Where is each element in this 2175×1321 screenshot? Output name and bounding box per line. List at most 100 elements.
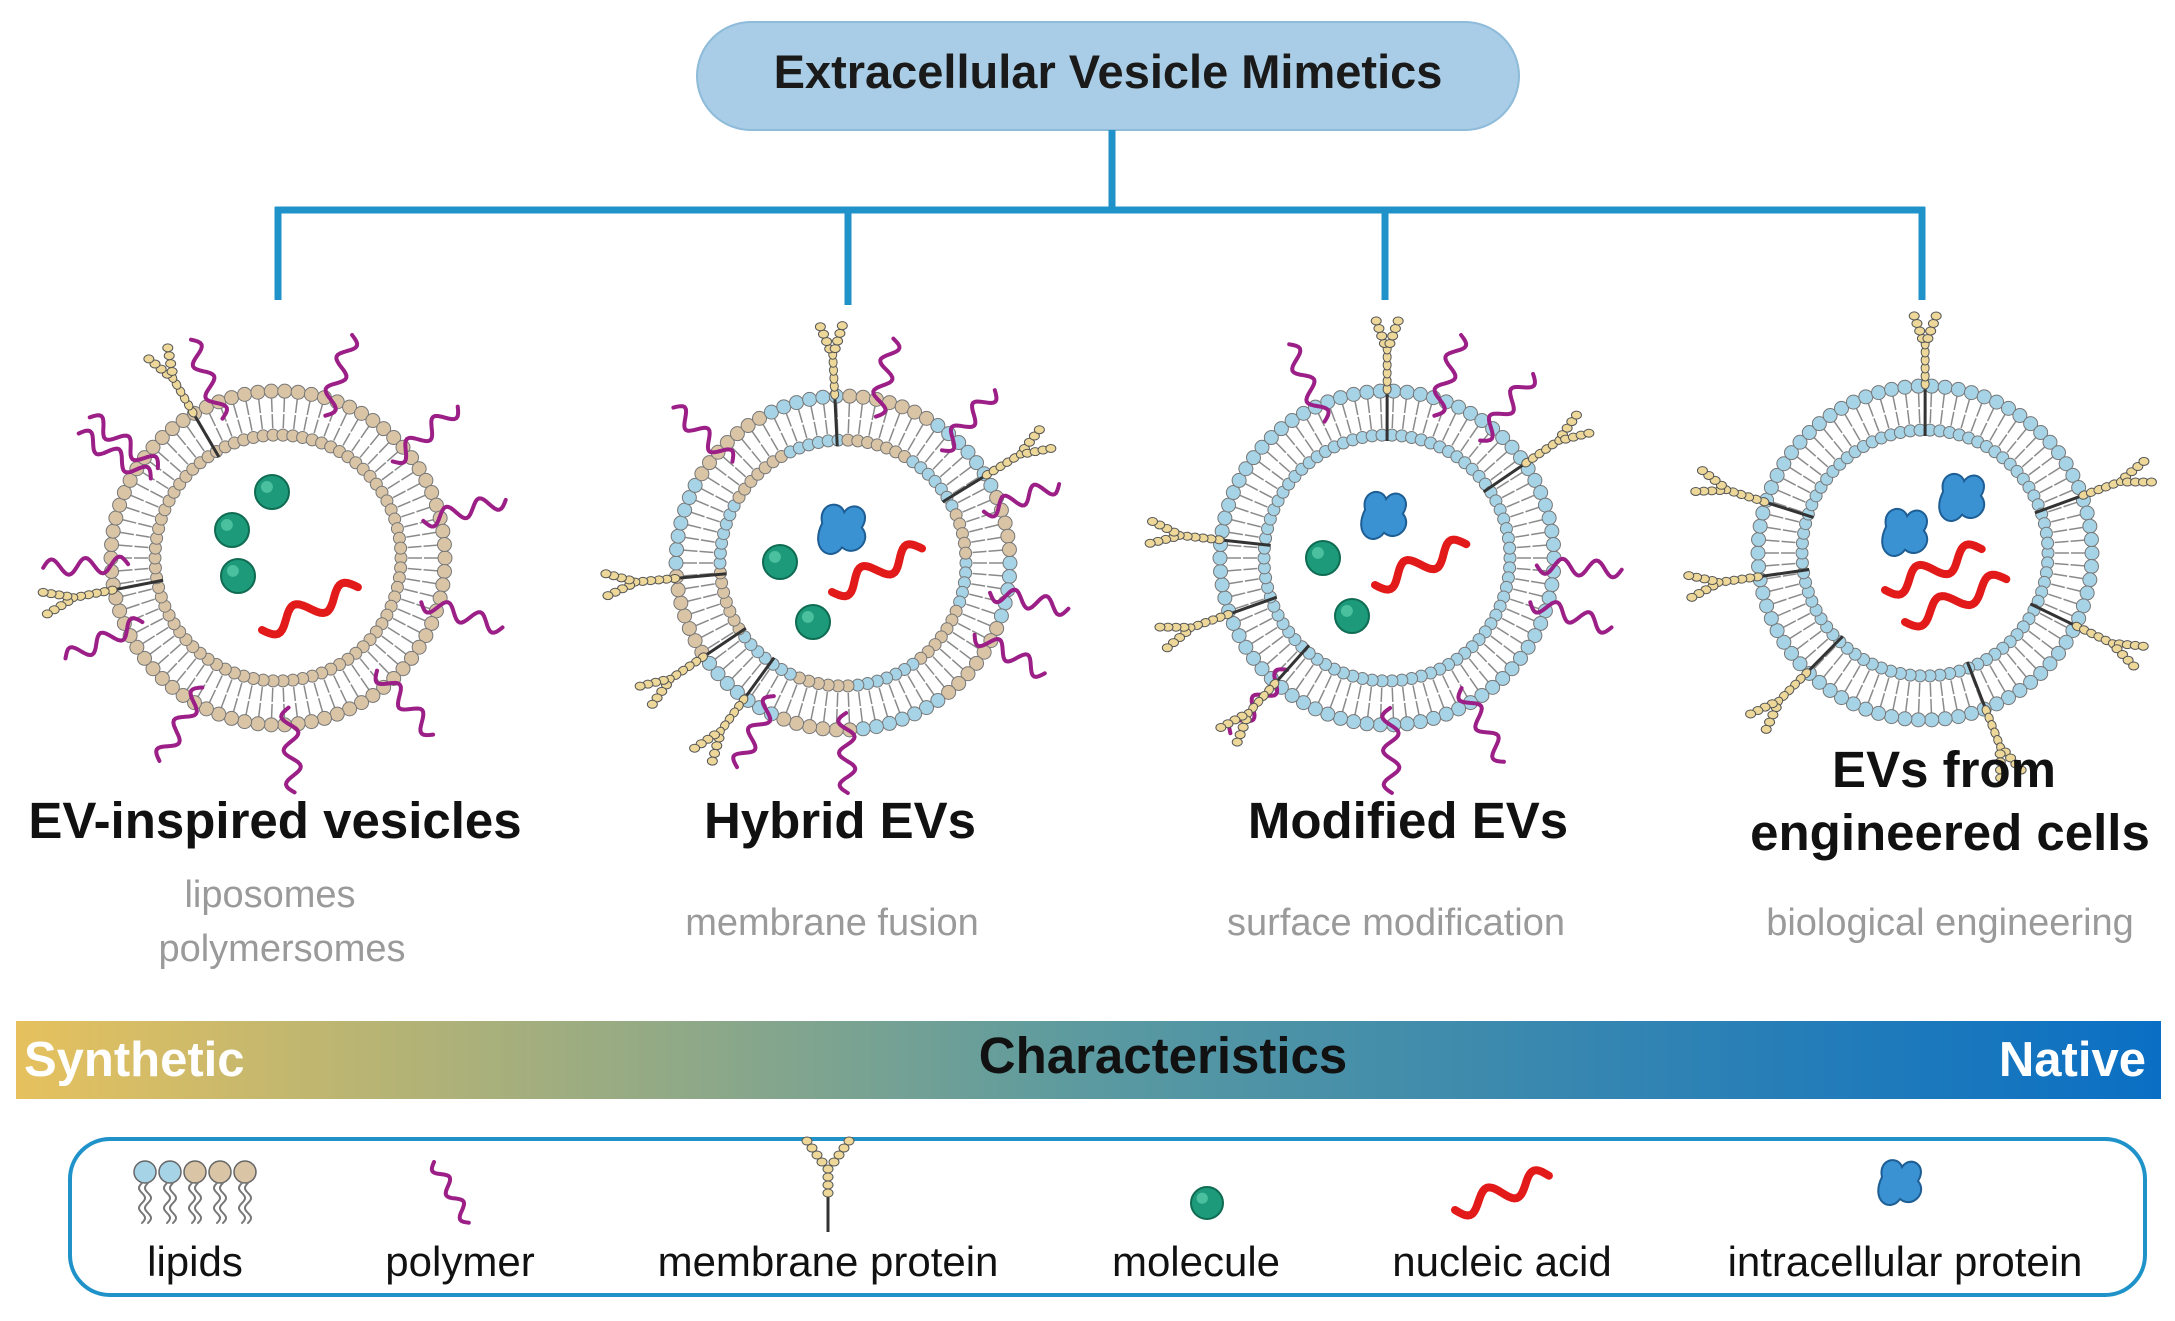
category-name: EVs from: [1832, 741, 2056, 798]
lipid-tail: [785, 699, 792, 713]
intracellular-protein: [817, 503, 867, 555]
vesicle-engineered-cells: [1683, 311, 2157, 783]
lipid-tail: [313, 419, 319, 434]
lipid-head: [211, 706, 227, 722]
nucleic-acid: [1881, 540, 1986, 599]
lipid-tail: [857, 419, 862, 435]
spectrum-center-label: Characteristics: [979, 1027, 1348, 1084]
lipid-tail: [1422, 419, 1428, 434]
lipid-tail: [1239, 614, 1253, 622]
lipid-tail: [1918, 409, 1921, 424]
lipid-tail: [339, 413, 348, 427]
lipid-tail: [186, 677, 196, 691]
lipid-head: [342, 399, 358, 415]
lipid-tail: [1354, 700, 1359, 715]
lipid-tail: [2028, 465, 2041, 476]
lipid-tail: [1884, 677, 1890, 692]
lipid-head: [129, 639, 145, 655]
lipid-head: [1412, 386, 1428, 402]
lipid-tail: [962, 613, 976, 621]
lipid-tail: [1227, 569, 1242, 572]
lipid-tail: [1766, 575, 1782, 580]
lipid-tail: [1469, 425, 1479, 439]
polymer-icon: [429, 1160, 471, 1225]
lipid-head: [1001, 542, 1017, 558]
lipid-head: [1544, 523, 1560, 539]
lipid-tail: [1254, 500, 1268, 508]
lipid-tail: [2034, 621, 2048, 631]
lipid-head: [670, 528, 686, 544]
lipid-tail: [1792, 603, 1806, 611]
lipid-tail: [706, 603, 720, 610]
lipid-tail: [939, 648, 952, 660]
intracellular-protein: [1360, 490, 1408, 540]
lipid-tail: [1823, 428, 1834, 441]
lipid-head: [1533, 485, 1549, 501]
lipid-head: [673, 515, 689, 531]
title-node: Extracellular Vesicle Mimetics: [696, 21, 1520, 131]
lipid-tail: [1510, 598, 1524, 605]
lipid-head: [881, 715, 897, 731]
lipid-head: [329, 706, 345, 722]
lipid-tail: [797, 409, 804, 423]
lipid-tail: [951, 659, 964, 670]
lipid-tail: [226, 679, 233, 693]
polymer-chain: [41, 554, 131, 577]
lipid-tail: [215, 427, 223, 441]
lipid-tail: [1503, 645, 1516, 655]
lipid-head: [224, 710, 240, 726]
lipid-tail: [1781, 562, 1796, 566]
lipid-head: [983, 477, 999, 493]
lipid-tail: [859, 707, 864, 722]
lipid-tail: [397, 500, 411, 508]
diagram-title: Extracellular Vesicle Mimetics: [774, 45, 1443, 98]
lipid-tail: [1422, 682, 1428, 697]
lipid-tail: [2053, 529, 2068, 533]
lipid-tail: [916, 669, 926, 682]
lipid-tail: [1833, 672, 1843, 686]
lipid-head: [1752, 518, 1768, 534]
vesicle-modified: [1144, 316, 1624, 795]
lipid-tail: [149, 645, 162, 655]
lipid-tail: [687, 597, 702, 603]
lipid-head: [116, 485, 132, 501]
lipid-head: [729, 684, 745, 700]
lipid-head: [1544, 577, 1560, 593]
molecule: [254, 474, 290, 510]
lipid-tail: [734, 466, 747, 478]
lipid-tail: [1266, 451, 1279, 462]
lipid-tail: [166, 442, 178, 454]
lipid-tail: [1329, 694, 1336, 708]
lipid-tail: [1483, 461, 1496, 473]
lipid-head: [342, 701, 358, 717]
lipid-head: [669, 542, 685, 558]
lipid-tail: [1879, 399, 1886, 413]
lipid-head: [1231, 628, 1247, 644]
lipid-tail: [700, 487, 715, 496]
lipid-tail: [2033, 649, 2046, 660]
lipid-head: [2079, 505, 2095, 521]
lipid-tail: [684, 536, 700, 541]
legend-label-lipids: lipids: [147, 1238, 243, 1285]
lipid-tail: [244, 1182, 252, 1224]
lipid-tail: [1496, 626, 1510, 636]
lipid-tail: [1415, 401, 1420, 416]
lipid-head: [1485, 679, 1501, 695]
lipid-tail: [1392, 398, 1395, 413]
lipid-head: [1495, 670, 1511, 686]
lipid-tail: [416, 506, 431, 513]
lipid-tail: [1496, 480, 1510, 490]
lipid-head: [386, 430, 402, 446]
lipid-head: [1527, 628, 1543, 644]
lipid-tail: [1368, 686, 1373, 702]
lipid-head: [376, 421, 392, 437]
lipid-tail: [894, 413, 901, 427]
lipid-tail: [118, 569, 133, 572]
lipid-tail: [836, 692, 839, 707]
lipid-tail: [215, 675, 223, 689]
lipid-tail: [282, 687, 285, 702]
intracellular-protein-icon: [1877, 1159, 1923, 1206]
lipid-tail: [2053, 573, 2068, 577]
lipid-head: [2033, 425, 2049, 441]
lipid-head: [815, 721, 831, 737]
